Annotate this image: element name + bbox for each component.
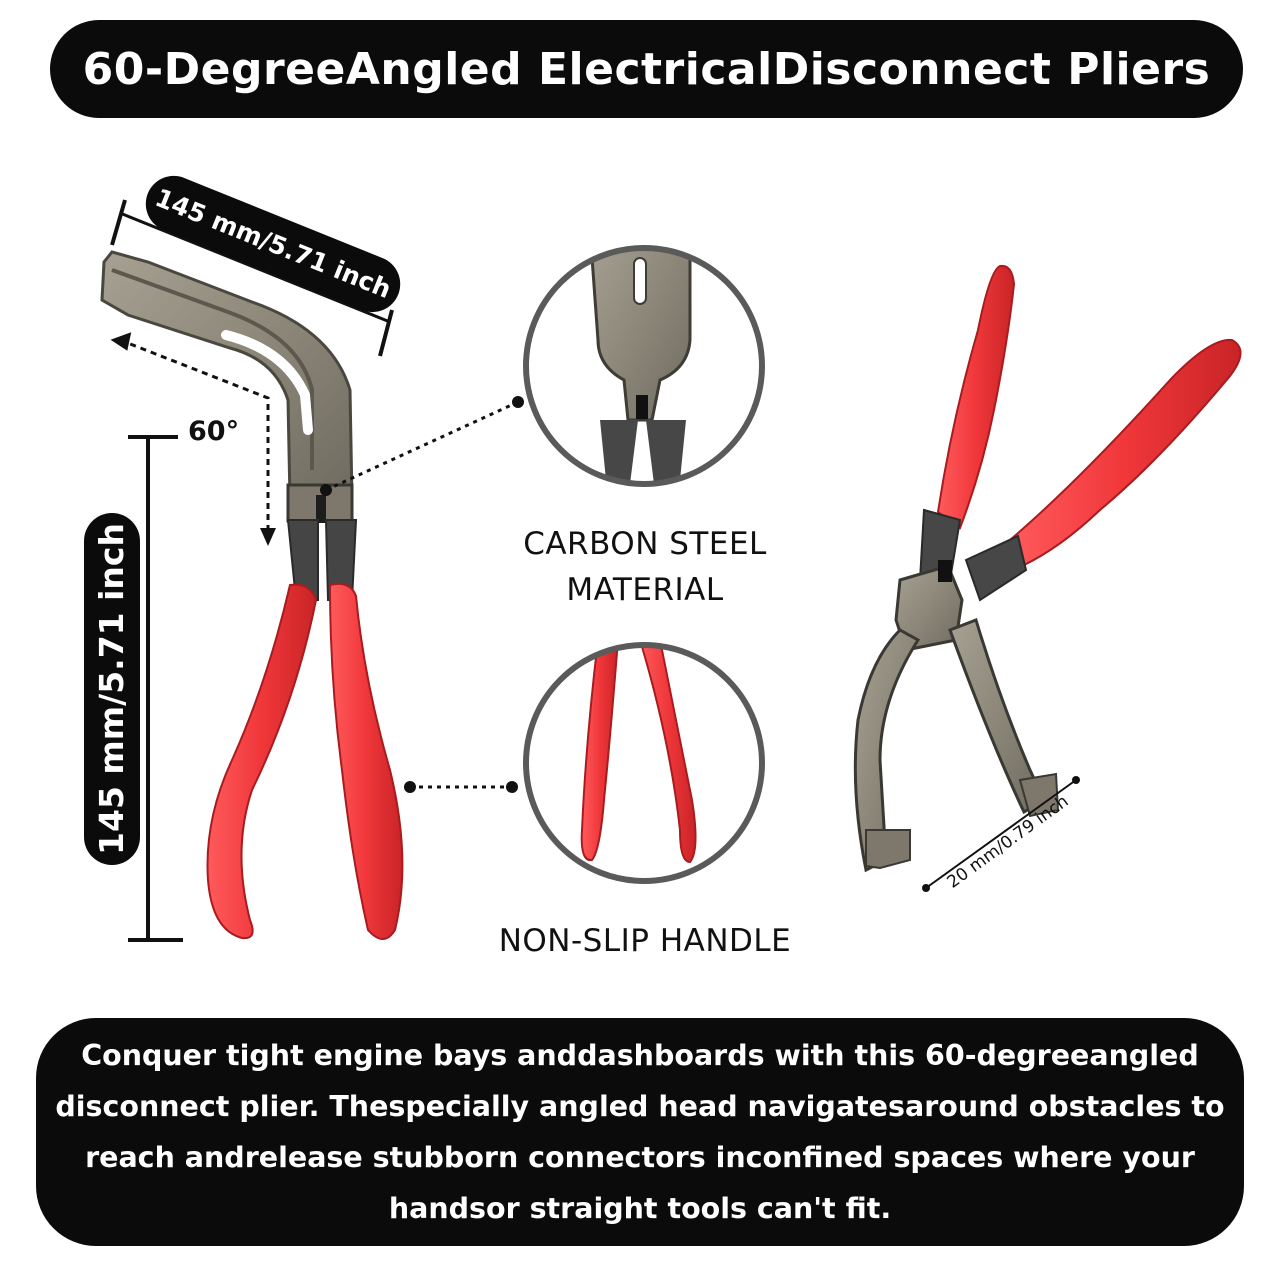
material-label: CARBON STEEL MATERIAL bbox=[480, 521, 810, 613]
description-text: Conquer tight engine bays anddashboards … bbox=[55, 1039, 1225, 1225]
handle-label: NON-SLIP HANDLE bbox=[498, 923, 792, 959]
material-detail-circle bbox=[523, 245, 765, 487]
material-label-line2: MATERIAL bbox=[566, 572, 724, 608]
handle-dimension bbox=[84, 435, 183, 942]
description-banner: Conquer tight engine bays anddashboards … bbox=[36, 1018, 1244, 1246]
handle-detail-circle bbox=[523, 642, 765, 884]
page-title: 60-DegreeAngled ElectricalDisconnect Pli… bbox=[82, 43, 1211, 95]
angle-indicator bbox=[110, 332, 276, 546]
plier-front-view bbox=[100, 250, 404, 940]
plier-angled-view bbox=[853, 264, 1242, 892]
handle-length-label: 145 mm/5.71 inch bbox=[92, 523, 131, 855]
material-callout-line bbox=[325, 400, 519, 492]
material-label-line1: CARBON STEEL bbox=[523, 526, 767, 562]
title-banner: 60-DegreeAngled ElectricalDisconnect Pli… bbox=[50, 20, 1243, 118]
jaw-dimension bbox=[110, 175, 401, 357]
angle-label: 60° bbox=[188, 416, 240, 447]
